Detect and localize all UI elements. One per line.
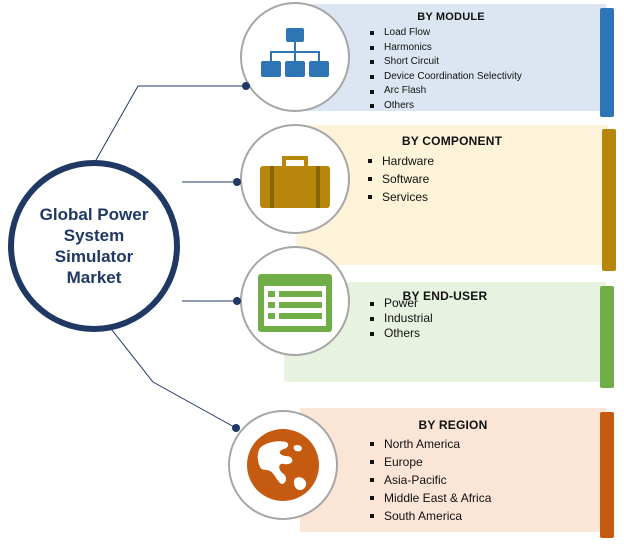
- connector-region: [107, 324, 237, 429]
- connector-dot: [233, 297, 241, 305]
- list-item: North America: [370, 435, 491, 453]
- list-item: Arc Flash: [370, 84, 522, 99]
- hub-title: Global Power System Simulator Market: [39, 205, 149, 287]
- globe-icon: [247, 429, 319, 501]
- list-item: Middle East & Africa: [370, 489, 491, 507]
- segment-list: North America Europe Asia-Pacific Middle…: [370, 435, 491, 525]
- connector-dot: [233, 178, 241, 186]
- module-icon-circle: [240, 2, 350, 112]
- list-item: Europe: [370, 453, 491, 471]
- list-item: South America: [370, 507, 491, 525]
- list-item: Device Coordination Selectivity: [370, 70, 522, 85]
- connector-dot: [242, 82, 250, 90]
- segment-list: Hardware Software Services: [368, 152, 434, 206]
- list-window-icon: [258, 274, 332, 332]
- connector-module: [95, 85, 246, 161]
- hierarchy-icon: [261, 28, 329, 77]
- list-item: Short Circuit: [370, 55, 522, 70]
- list-item: Power: [370, 296, 433, 311]
- segment-list: Power Industrial Others: [370, 296, 433, 341]
- list-item: Industrial: [370, 311, 433, 326]
- list-item: Services: [368, 188, 434, 206]
- list-item: Hardware: [368, 152, 434, 170]
- hub-circle: Global Power System Simulator Market: [8, 160, 180, 332]
- segment-card-component: BY COMPONENT Hardware Software Services: [296, 125, 616, 271]
- list-item: Others: [370, 326, 433, 341]
- segment-title: BY END-USER: [402, 289, 488, 303]
- segment-title: BY COMPONENT: [401, 134, 503, 148]
- component-icon-circle: [240, 124, 350, 234]
- segment-card-region: BY REGION North America Europe Asia-Paci…: [300, 408, 614, 538]
- list-item: Asia-Pacific: [370, 471, 491, 489]
- segment-title: BY REGION: [418, 418, 488, 432]
- end-user-icon-circle: [240, 246, 350, 356]
- connector-dot: [232, 424, 240, 432]
- region-icon-circle: [228, 410, 338, 520]
- briefcase-icon: [260, 156, 330, 208]
- segment-title: BY MODULE: [417, 11, 485, 23]
- list-item: Software: [368, 170, 434, 188]
- list-item: Harmonics: [370, 41, 522, 56]
- list-item: Load Flow: [370, 26, 522, 41]
- list-item: Others: [370, 99, 522, 114]
- segment-list: Load Flow Harmonics Short Circuit Device…: [370, 26, 522, 114]
